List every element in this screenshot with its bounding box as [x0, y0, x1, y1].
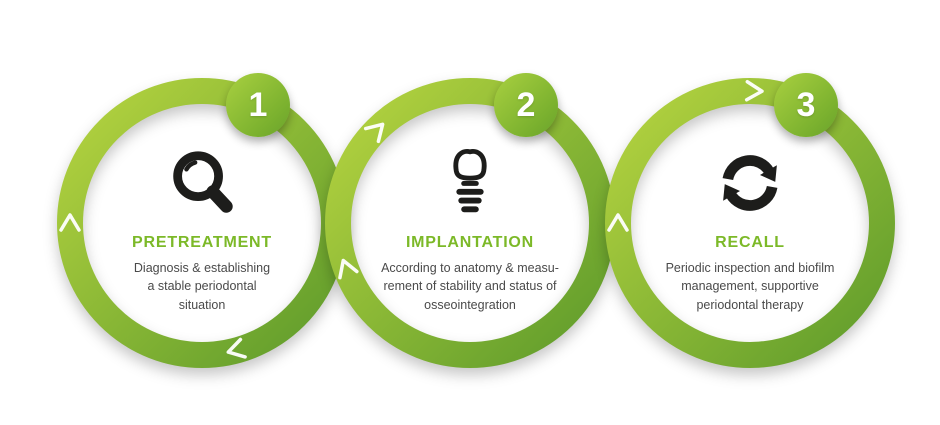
step-description: According to anatomy & measu- rement of … — [381, 261, 559, 312]
step-content: PRETREATMENT Diagnosis & establishing a … — [52, 73, 352, 373]
step-title: RECALL — [715, 234, 785, 252]
flow-arrow-icon — [744, 80, 764, 102]
implant-icon — [431, 142, 509, 224]
step-title: IMPLANTATION — [405, 234, 535, 252]
step-content: RECALL Periodic inspection and biofilm m… — [600, 73, 900, 373]
step-number-badge: 3 — [774, 73, 838, 137]
flow-arrow-icon — [338, 258, 359, 280]
step-ring — [605, 78, 895, 368]
step-number-badge: 1 — [226, 73, 290, 137]
step-title: PRETREATMENT — [132, 234, 272, 252]
ring-band — [605, 78, 895, 368]
step-description: Diagnosis & establishing a stable period… — [133, 261, 271, 312]
step-recall: 3 RECALL Periodic inspection and biofilm… — [600, 73, 900, 373]
flow-arrow-icon — [607, 213, 629, 232]
step-pretreatment: 1 PRETREATMENT Diagnosis & establishing … — [52, 73, 352, 373]
step-ring — [325, 78, 615, 368]
flow-arrow-icon — [59, 213, 81, 232]
ring-band — [325, 78, 615, 368]
step-description: Periodic inspection and biofilm manageme… — [665, 261, 835, 312]
flow-arrow-icon — [363, 122, 385, 144]
step-implantation: 2 IMPLANTATION According to anatomy & me… — [320, 73, 620, 373]
step-number: 2 — [516, 86, 536, 124]
flow-arrow-icon — [226, 337, 247, 359]
refresh-icon — [711, 142, 789, 224]
step-number-badge: 2 — [494, 73, 558, 137]
step-number: 1 — [248, 86, 268, 124]
step-number: 3 — [796, 86, 816, 124]
step-content: IMPLANTATION According to anatomy & meas… — [320, 73, 620, 373]
magnifier-icon — [163, 142, 241, 224]
